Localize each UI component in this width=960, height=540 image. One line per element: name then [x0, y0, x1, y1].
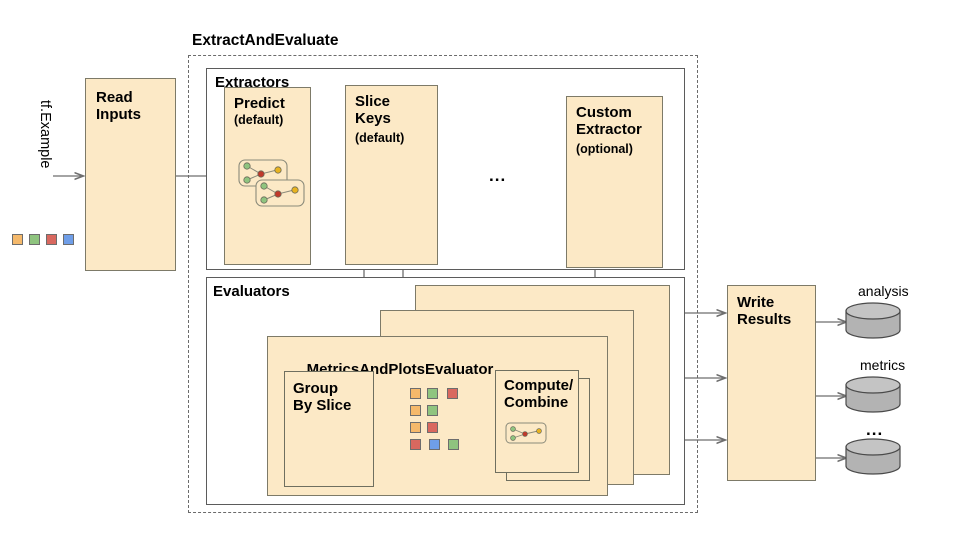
- output-more[interactable]: ...: [836, 420, 946, 475]
- extract-and-evaluate-title: ExtractAndEvaluate: [192, 32, 339, 49]
- extract-and-evaluate-group: [188, 55, 698, 513]
- slice-cell: [429, 439, 440, 450]
- custom-extractor-subtitle: (optional): [576, 142, 633, 156]
- extractors-label: Extractors: [215, 74, 290, 91]
- evaluators-label: Evaluators: [213, 283, 290, 300]
- database-cylinder-icon: [845, 376, 901, 413]
- output-more-label: ...: [866, 420, 884, 439]
- swatch-red: [46, 234, 57, 245]
- plot-graph-icon: [505, 422, 547, 444]
- output-analysis-label: analysis: [858, 283, 909, 299]
- slice-cell: [410, 388, 421, 399]
- output-metrics[interactable]: metrics: [836, 357, 946, 413]
- slice-keys-subtitle: (default): [355, 131, 405, 145]
- model-graph-icon: [238, 159, 305, 207]
- slice-cell: [447, 388, 458, 399]
- input-label: tf.Example: [37, 100, 53, 169]
- slice-cell: [410, 405, 421, 416]
- node-compute-combine[interactable]: Compute/Combine: [495, 370, 579, 473]
- legend-swatches: [12, 234, 76, 248]
- swatch-orange: [12, 234, 23, 245]
- slice-cell: [410, 439, 421, 450]
- slice-grid: [410, 388, 470, 464]
- slice-cell: [410, 422, 421, 433]
- database-cylinder-icon: [845, 438, 901, 475]
- slice-cell: [427, 405, 438, 416]
- slice-cell: [427, 388, 438, 399]
- node-predict[interactable]: Predict (default): [224, 87, 311, 265]
- output-analysis[interactable]: analysis: [836, 283, 946, 339]
- database-cylinder-icon: [845, 302, 901, 339]
- swatch-green: [29, 234, 40, 245]
- predict-title: Predict: [234, 95, 285, 112]
- swatch-blue: [63, 234, 74, 245]
- predict-subtitle: (default): [234, 113, 284, 127]
- compute-combine-label: Compute/Combine: [504, 377, 574, 412]
- output-metrics-label: metrics: [860, 357, 906, 373]
- slice-cell: [448, 439, 459, 450]
- slice-cell: [427, 422, 438, 433]
- extractor-ellipsis: ...: [489, 166, 507, 185]
